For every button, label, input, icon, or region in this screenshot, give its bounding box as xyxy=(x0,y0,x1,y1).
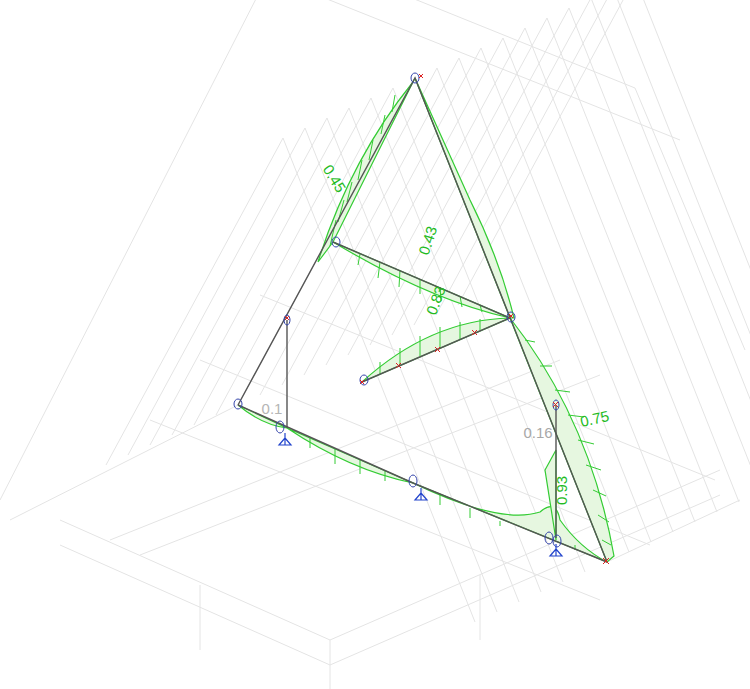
truss-members xyxy=(238,78,607,562)
roof-grid-line xyxy=(414,0,750,482)
utilisation-value: 0.93 xyxy=(554,475,569,504)
hinge-symbols xyxy=(234,73,561,547)
roof-grid-line xyxy=(194,98,563,582)
floor-beams xyxy=(60,360,720,689)
roof-grid-line xyxy=(238,78,607,562)
utilisation-value: 0.75 xyxy=(579,408,611,429)
roof-grid-line xyxy=(607,500,740,562)
support-symbols xyxy=(279,433,562,556)
roof-grid-line xyxy=(327,0,680,140)
utilisation-value: 0.45 xyxy=(321,162,349,195)
roof-grid-line xyxy=(0,0,283,500)
hatching xyxy=(310,95,611,550)
roof-grid-line xyxy=(106,138,475,622)
roof-grid-line xyxy=(216,88,585,572)
utilisation-value: 0.43 xyxy=(416,224,439,256)
roof-grid-line xyxy=(150,420,600,600)
node-markers xyxy=(285,74,609,564)
roof-grid xyxy=(0,0,750,622)
utilisation-diagram xyxy=(238,78,614,562)
utilisation-value: 0.16 xyxy=(523,425,552,440)
roof-grid-line xyxy=(635,88,745,350)
roof-grid-line xyxy=(128,128,497,612)
utilisation-value: 0.1 xyxy=(262,401,283,416)
roof-grid-line xyxy=(283,0,635,88)
